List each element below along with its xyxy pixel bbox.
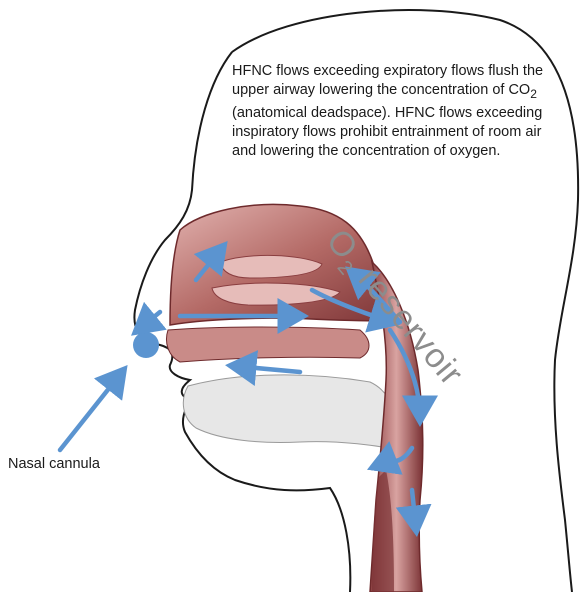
flow-arrow-nose-up [138,312,160,330]
nasal-cannula-label: Nasal cannula [8,456,100,472]
caption-part2: (anatomical deadspace). HFNC flows excee… [232,105,542,159]
caption-part1: HFNC flows exceeding expiratory flows fl… [232,63,543,98]
flow-arrow-oral [234,366,300,372]
caption-subscript: 2 [530,87,537,101]
tongue [183,375,398,450]
nasal-cannula-tip [133,332,159,358]
caption-text: HFNC flows exceeding expiratory flows fl… [232,62,552,161]
flow-arrow-cannula [60,372,122,450]
palate [167,327,370,362]
